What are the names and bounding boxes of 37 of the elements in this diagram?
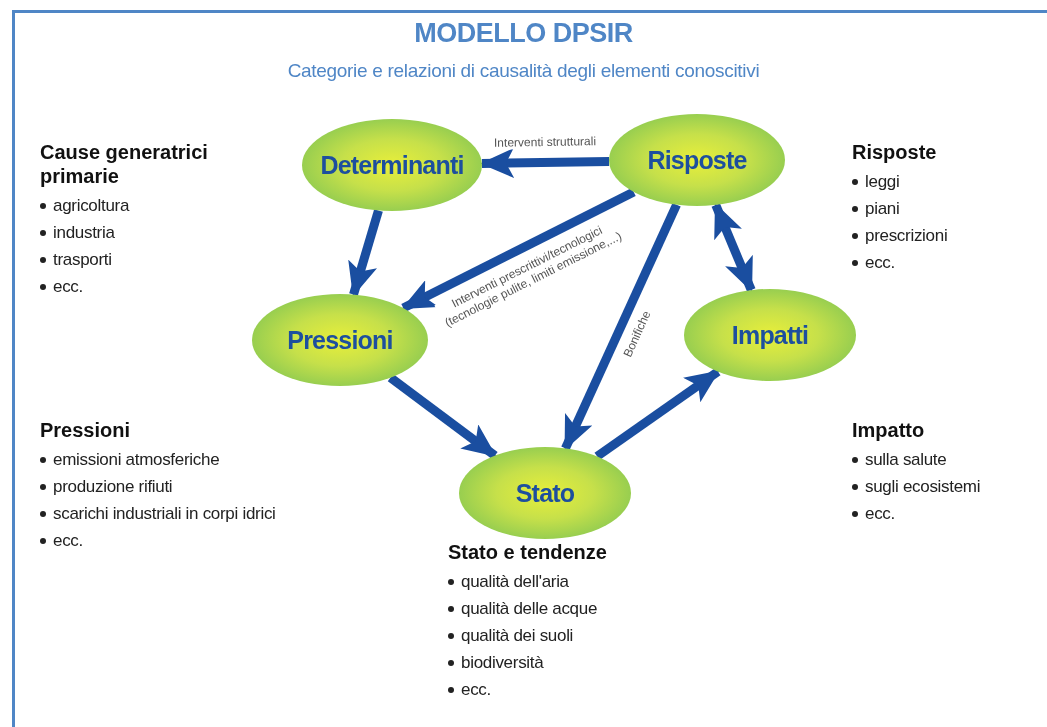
bullet-item: qualità delle acque bbox=[461, 598, 598, 620]
bullet-item: piani bbox=[865, 198, 900, 220]
list-heading: Cause generatrici primarie bbox=[40, 140, 209, 188]
arrow bbox=[594, 367, 721, 461]
bullet-item: qualità dell'aria bbox=[461, 571, 569, 593]
bullet-item: agricoltura bbox=[53, 195, 130, 217]
bullet-item: emissioni atmosferiche bbox=[53, 449, 220, 471]
node-label: Pressioni bbox=[287, 325, 393, 355]
bullet-item: qualità dei suoli bbox=[461, 625, 574, 647]
bullet-item: ecc. bbox=[865, 503, 895, 525]
arrow bbox=[387, 374, 498, 460]
list-heading: Risposte bbox=[852, 140, 938, 164]
arrow bbox=[348, 209, 383, 297]
bullet-item: ecc. bbox=[461, 679, 491, 701]
bullet-item: trasporti bbox=[53, 249, 112, 271]
list-heading: Impatto bbox=[852, 418, 926, 442]
bullet-item: scarichi industriali in corpi idrici bbox=[53, 503, 276, 525]
bullet-item: ecc. bbox=[53, 530, 83, 552]
bullet-item: industria bbox=[53, 222, 115, 244]
list-heading: Pressioni bbox=[40, 418, 132, 442]
node-label: Determinanti bbox=[320, 150, 464, 180]
diagram-title: MODELLO DPSIR bbox=[413, 18, 634, 49]
arrow bbox=[711, 203, 756, 292]
node-label: Risposte bbox=[647, 145, 747, 175]
bullet-item: sugli ecosistemi bbox=[865, 476, 981, 498]
bullet-item: ecc. bbox=[865, 252, 895, 274]
bullet-item: prescrizioni bbox=[865, 225, 948, 247]
bullet-item: biodiversità bbox=[461, 652, 544, 674]
list-heading: Stato e tendenze bbox=[448, 540, 608, 564]
bullet-item: sulla salute bbox=[865, 449, 947, 471]
arrow bbox=[401, 187, 636, 313]
bullet-item: leggi bbox=[865, 171, 900, 193]
bullet-item: produzione rifiuti bbox=[53, 476, 173, 498]
node-label: Impatti bbox=[731, 320, 809, 350]
diagram-subtitle: Categorie e relazioni di causalità degli elementi conoscitivi bbox=[286, 60, 761, 82]
bullet-item: ecc. bbox=[53, 276, 83, 298]
node-label: Stato bbox=[515, 478, 575, 508]
